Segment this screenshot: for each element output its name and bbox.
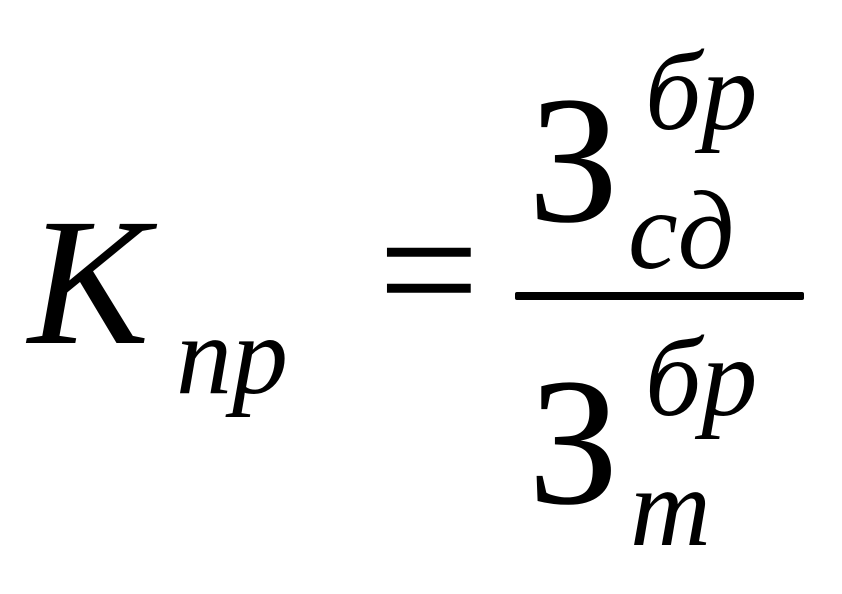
- equals-sign: =: [378, 170, 480, 369]
- denominator-symbol: З: [528, 342, 620, 543]
- numerator-subscript: сд: [628, 169, 735, 293]
- numerator-superscript: бр: [645, 30, 758, 154]
- numerator-symbol: З: [528, 60, 620, 261]
- lhs-subscript: пр: [176, 294, 288, 418]
- denominator-superscript: бр: [645, 316, 758, 440]
- denominator-subscript: т: [630, 446, 711, 570]
- fraction-bar: [515, 292, 804, 300]
- lhs-symbol: K: [28, 182, 150, 383]
